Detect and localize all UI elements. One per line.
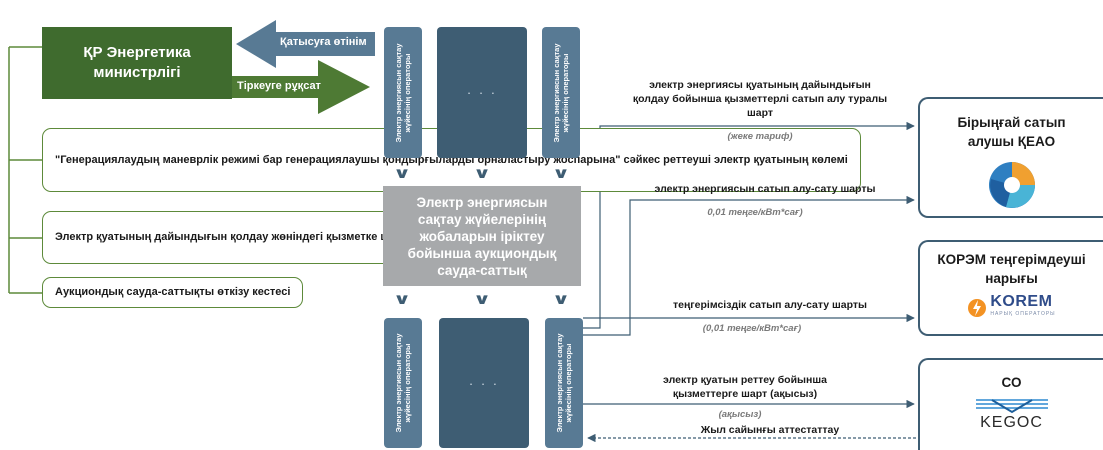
chevron-down-icon: ∨: [472, 291, 492, 308]
top-operator-ellipsis: · · ·: [437, 27, 527, 158]
left-box-tariff-text: Электр қуатының дайындығын қолдау жөнінд…: [55, 231, 448, 243]
chevron-down-icon: ∨: [551, 291, 571, 308]
contract-note-regulation: (ақысыз): [718, 409, 762, 420]
contract-label-imbalance: теңгерімсіздік сатып алу-сату шарты: [672, 299, 868, 311]
contract-label-regulation: электр қуатын реттеу бойынша қызметтерге…: [663, 374, 827, 400]
korem-logo-text: KOREM: [990, 293, 1053, 310]
chevron-down-icon: ∨: [551, 165, 571, 182]
keao-logo-icon: [988, 162, 1035, 208]
auction-title: Электр энергиясын сақтау жүйелерінің жоб…: [407, 194, 557, 278]
bottom-operator-ellipsis: · · ·: [439, 318, 529, 448]
contract-label-capacity: электр энергиясы қуатының дайындығын қол…: [632, 79, 888, 119]
contract-note-energy: 0,01 теңге/кВт*сағ): [707, 207, 803, 218]
left-box-schedule: Аукциондық сауда-саттықты өткізу кестесі: [42, 277, 304, 308]
contract-label-energy: электр энергиясын сатып алу-сату шарты: [654, 183, 876, 195]
chevron-down-icon: ∨: [392, 165, 412, 182]
ministry-box: ҚР Энергетика министрлігі: [42, 27, 232, 99]
korem-logo-sub: НАРЫҚ ОПЕРАТОРЫ: [990, 311, 1056, 317]
left-bracket: [8, 46, 42, 294]
lightning-icon: [968, 299, 987, 317]
auction-box: Электр энергиясын сақтау жүйелерінің жоб…: [383, 186, 581, 286]
contract-note-capacity: (жеке тариф): [727, 131, 793, 142]
contract-note-imbalance: (0,01 теңге/кВт*сағ): [702, 323, 802, 334]
top-operator-left: Электр энергиясын сақтау жүйесінің опера…: [384, 27, 422, 158]
right-box-korem: КОРЭМ теңгерімдеуші нарығы KOREM НАРЫҚ О…: [918, 240, 1103, 336]
chevron-down-icon: ∨: [472, 165, 492, 182]
contract-label-attestation: Жыл сайынғы аттестаттау: [700, 424, 840, 436]
ellipsis-text: · · ·: [468, 375, 500, 391]
korem-title: КОРЭМ теңгерімдеуші нарығы: [937, 252, 1086, 286]
bottom-operator-right: Электр энергиясын сақтау жүйесінің опера…: [545, 318, 583, 448]
buyer-title: Бірыңғай сатып алушы ҚЕАО: [957, 115, 1066, 149]
application-label: Қатысуға өтінім: [280, 36, 367, 48]
operator-label: Электр энергиясын сақтау жүйесінің опера…: [555, 333, 573, 433]
left-box-schedule-text: Аукциондық сауда-саттықты өткізу кестесі: [55, 286, 291, 298]
left-box-volume-text: "Генерациялаудың маневрлік режимі бар ге…: [55, 153, 848, 166]
kegoc-logo: KEGOC: [967, 398, 1057, 432]
permission-arrow: [200, 60, 370, 114]
bottom-operator-left: Электр энергиясын сақтау жүйесінің опера…: [384, 318, 422, 448]
kegoc-logo-text: KEGOC: [980, 414, 1043, 431]
kegoc-waves-icon: [975, 399, 1048, 414]
ministry-title: ҚР Энергетика министрлігі: [83, 44, 191, 81]
application-arrow: [236, 20, 375, 68]
ellipsis-text: · · ·: [466, 85, 498, 100]
top-operator-right: Электр энергиясын сақтау жүйесінің опера…: [542, 27, 580, 158]
operator-label: Электр энергиясын сақтау жүйесінің опера…: [552, 43, 570, 143]
right-box-so: СО KEGOC: [918, 358, 1103, 450]
right-box-buyer: Бірыңғай сатып алушы ҚЕАО: [918, 97, 1103, 218]
korem-logo: KOREM НАРЫҚ ОПЕРАТОРЫ: [920, 293, 1103, 320]
permission-label: Тіркеуге рұқсат: [237, 80, 321, 92]
so-title: СО: [1001, 375, 1022, 390]
chevron-down-icon: ∨: [392, 291, 412, 308]
operator-label: Электр энергиясын сақтау жүйесінің опера…: [394, 333, 412, 433]
operator-label: Электр энергиясын сақтау жүйесінің опера…: [394, 43, 412, 143]
